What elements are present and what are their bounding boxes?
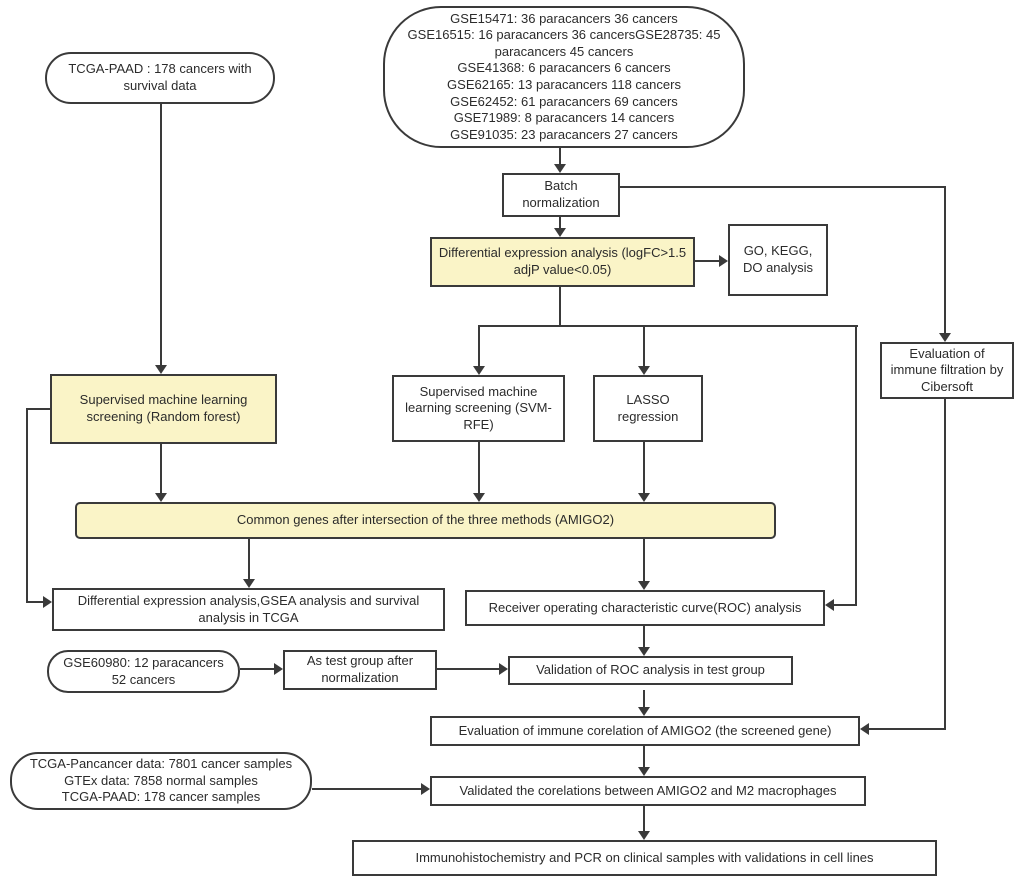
node-label: As test group after normalization xyxy=(306,653,414,685)
arrowhead-down-roc xyxy=(638,581,650,590)
node-label: Validated the corelations between AMIGO2… xyxy=(459,782,837,798)
node-validated-m2: Validated the corelations between AMIGO2… xyxy=(430,776,866,806)
connector-branch-horizontal xyxy=(479,325,858,327)
arrowhead-down-common-rf xyxy=(155,493,167,502)
arrowhead-down-cibersoft xyxy=(939,333,951,342)
connector-cibersoft-rail xyxy=(944,399,946,730)
node-immune-correlation: Evaluation of immune corelation of AMIGO… xyxy=(430,716,860,746)
connector-branch-rocrail xyxy=(855,325,857,606)
arrowhead-down-ihc xyxy=(638,831,650,840)
node-label: Validation of ROC analysis in test group xyxy=(536,662,765,678)
connector-leftrail-gsea xyxy=(26,601,43,603)
connector-leftrail-vertical xyxy=(26,408,28,602)
arrowhead-left-roc xyxy=(825,599,834,611)
connector-dea-branch xyxy=(559,287,561,327)
connector-validation-immune xyxy=(643,690,645,709)
gse-dataset-line: GSE62165: 13 paracancers 118 cancers xyxy=(447,77,681,92)
arrowhead-right-testgroup xyxy=(274,663,283,675)
node-ihc-pcr: Immunohistochemistry and PCR on clinical… xyxy=(352,840,937,876)
arrowhead-down-batch xyxy=(554,164,566,173)
connector-tcga-rf xyxy=(160,103,162,367)
connector-rf-leftrail xyxy=(27,408,51,410)
connector-lasso-common xyxy=(643,442,645,494)
connector-immune-m2 xyxy=(643,746,645,769)
arrowhead-down-gsea xyxy=(243,579,255,588)
node-label: Immunohistochemistry and PCR on clinical… xyxy=(415,849,874,865)
arrowhead-right-validation xyxy=(499,663,508,675)
node-svm-rfe: Supervised machine learning screening (S… xyxy=(392,375,565,442)
connector-dea-gokegg xyxy=(695,260,721,262)
node-label: LASSO regression xyxy=(617,391,679,424)
node-label: Supervised machine learning screening (S… xyxy=(405,383,552,432)
connector-batch-dea xyxy=(559,217,561,231)
connector-branch-lasso xyxy=(643,325,645,368)
node-differential-expression: Differential expression analysis (logFC>… xyxy=(430,237,695,287)
connector-branch-svm xyxy=(478,325,480,368)
node-tcga-paad: TCGA-PAAD : 178 cancers with survival da… xyxy=(45,52,275,104)
node-label: Receiver operating characteristic curve(… xyxy=(488,599,802,615)
connector-rail-immune xyxy=(868,728,946,730)
gse-dataset-line: GSE15471: 36 paracancers 36 cancers xyxy=(450,10,678,26)
node-common-genes: Common genes after intersection of the t… xyxy=(75,502,776,539)
node-roc-analysis: Receiver operating characteristic curve(… xyxy=(465,590,825,626)
arrowhead-right-m2 xyxy=(421,783,430,795)
connector-rf-common xyxy=(160,444,162,494)
node-label: TCGA-PAAD : 178 cancers with survival da… xyxy=(68,61,252,93)
node-go-kegg-do: GO, KEGG, DO analysis xyxy=(728,224,828,296)
arrowhead-right-gokegg xyxy=(719,255,728,267)
node-label: Evaluation of immune corelation of AMIGO… xyxy=(458,722,832,738)
connector-batch-rightrail xyxy=(620,186,946,188)
node-random-forest: Supervised machine learning screening (R… xyxy=(50,374,277,444)
arrowhead-down-m2 xyxy=(638,767,650,776)
node-label: Differential expression analysis,GSEA an… xyxy=(77,592,420,625)
node-label: GO, KEGG, DO analysis xyxy=(742,243,814,275)
node-batch-normalization: Batch normalization xyxy=(502,173,620,217)
gse-dataset-line: GSE71989: 8 paracancers 14 cancers xyxy=(453,110,675,126)
connector-pancancer-m2 xyxy=(312,788,422,790)
node-test-group: As test group after normalization xyxy=(283,650,437,690)
node-gse60980: GSE60980: 12 paracancers 52 cancers xyxy=(47,650,240,693)
node-label: GSE60980: 12 paracancers 52 cancers xyxy=(63,654,224,687)
arrowhead-down-rf xyxy=(155,365,167,374)
gse-dataset-line: GSE41368: 6 paracancers 6 cancers xyxy=(457,60,671,76)
arrowhead-down-common-svm xyxy=(473,493,485,502)
pancancer-line: GTEx data: 7858 normal samples xyxy=(64,772,258,788)
node-validation-roc: Validation of ROC analysis in test group xyxy=(508,656,793,685)
connector-testgroup-validation xyxy=(437,668,501,670)
node-label: Supervised machine learning screening (R… xyxy=(79,392,248,424)
node-label: Batch normalization xyxy=(522,178,600,210)
connector-rightrail-cibersoft xyxy=(944,186,946,336)
node-label: Common genes after intersection of the t… xyxy=(236,512,615,528)
node-lasso: LASSO regression xyxy=(593,375,703,442)
arrowhead-down-dea xyxy=(554,228,566,237)
connector-roc-validation xyxy=(643,626,645,648)
arrowhead-down-svm xyxy=(473,366,485,375)
node-gse-datasets: GSE15471: 36 paracancers 36 cancers GSE1… xyxy=(383,6,745,148)
connector-common-roc xyxy=(643,538,645,582)
node-label: Evaluation of immune filtration by Ciber… xyxy=(890,345,1004,394)
connector-m2-ihc xyxy=(643,806,645,833)
arrowhead-down-lasso xyxy=(638,366,650,375)
node-label: Differential expression analysis (logFC>… xyxy=(438,245,687,277)
node-cibersoft: Evaluation of immune filtration by Ciber… xyxy=(880,342,1014,399)
arrowhead-down-immune xyxy=(638,707,650,716)
gse-dataset-line: GSE91035: 23 paracancers 27 cancers xyxy=(450,126,678,142)
pancancer-line: TCGA-PAAD: 178 cancer samples xyxy=(61,789,261,805)
connector-gse60980-testgroup xyxy=(240,668,276,670)
connector-rocrail-roc xyxy=(832,604,857,606)
gse-dataset-line: GSE62452: 61 paracancers 69 cancers xyxy=(450,93,678,109)
arrowhead-down-validation xyxy=(638,647,650,656)
arrowhead-down-common-lasso xyxy=(638,493,650,502)
pancancer-line: TCGA-Pancancer data: 7801 cancer samples xyxy=(29,756,293,772)
arrowhead-left-immune xyxy=(860,723,869,735)
connector-svm-common xyxy=(478,442,480,494)
gse-dataset-line: GSE16515: 16 paracancers 36 cancersGSE28… xyxy=(407,27,721,43)
connector-datasets-batch xyxy=(559,147,561,167)
node-pancancer-data: TCGA-Pancancer data: 7801 cancer samples… xyxy=(10,752,312,810)
node-gsea-survival: Differential expression analysis,GSEA an… xyxy=(52,588,445,631)
gse-dataset-line: paracancers 45 cancers xyxy=(494,43,634,59)
arrowhead-right-gsea xyxy=(43,596,52,608)
connector-common-gsea xyxy=(248,538,250,580)
